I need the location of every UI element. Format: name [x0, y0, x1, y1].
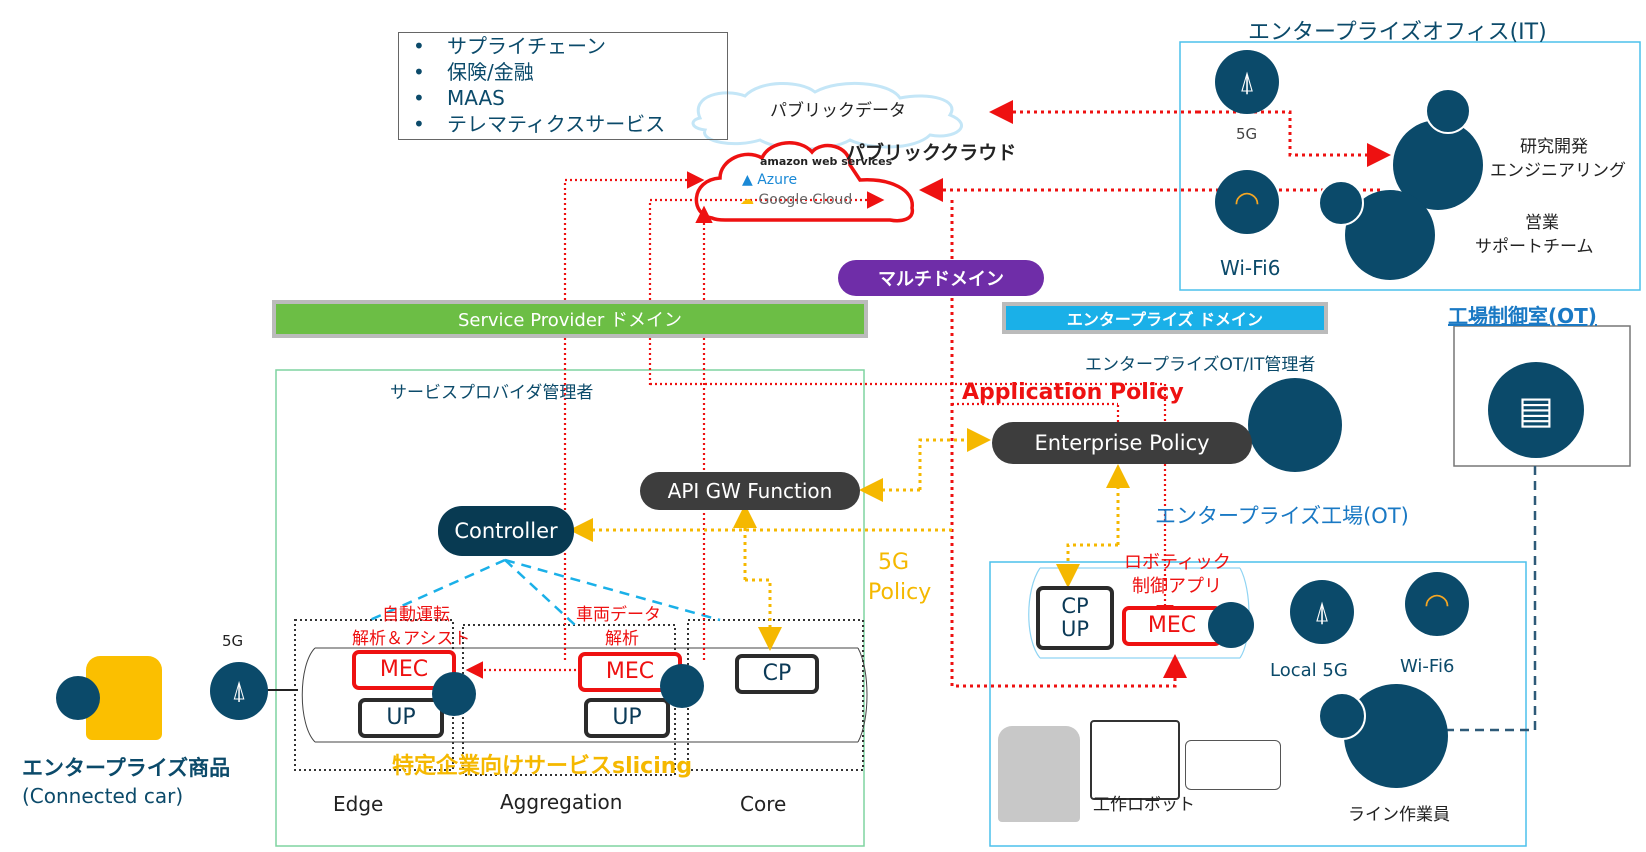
- public-cloud-label: パブリッククラウド: [846, 142, 1017, 164]
- local-5g-tower-icon: ⍋: [1290, 580, 1354, 644]
- use-case-list: サプライチェーン 保険/金融 MAAS テレマティクスサービス: [398, 32, 728, 140]
- public-cloud-shape: [694, 141, 915, 223]
- factory-mec[interactable]: MEC: [1122, 606, 1222, 646]
- line-workers-label: ライン作業員: [1348, 805, 1450, 825]
- factory-title: エンタープライズ工場(OT): [1155, 504, 1409, 528]
- factory-up-label: UP: [1060, 617, 1090, 641]
- workers-lock-icon: [1318, 692, 1366, 740]
- office-5g-tower-icon: ⍋: [1215, 50, 1279, 114]
- rnd-label-line2: エンジニアリング: [1490, 161, 1626, 181]
- 5g-policy-line1: 5G: [878, 550, 910, 575]
- factory-wifi-label: Wi-Fi6: [1400, 656, 1455, 677]
- sales-label-line1: 営業: [1525, 213, 1559, 233]
- mec-agg-label-line2: 解析: [605, 629, 639, 649]
- google-cloud-logo: ☁ Google Cloud: [740, 192, 853, 208]
- sp-domain-banner: Service Provider ドメイン: [272, 300, 868, 338]
- office-wifi-label: Wi-Fi6: [1220, 256, 1281, 280]
- sales-label-line2: サポートチーム: [1475, 237, 1594, 257]
- use-case-item: 保険/金融: [413, 59, 727, 85]
- factory-wifi-icon: ◠: [1405, 572, 1469, 636]
- factory-cp-label: CP: [1061, 593, 1089, 618]
- sp-5g-label: 5G: [222, 632, 244, 650]
- rnd-label-line1: 研究開発: [1520, 137, 1588, 157]
- up-edge[interactable]: UP: [358, 698, 444, 738]
- factory-vehicle-icon: [998, 726, 1080, 822]
- api-gw-function[interactable]: API GW Function: [640, 472, 860, 510]
- cp-core[interactable]: CP: [735, 654, 819, 694]
- segment-label-core: Core: [740, 792, 787, 816]
- enterprise-admin-label: エンタープライズOT/IT管理者: [1085, 355, 1316, 375]
- segment-label-aggregation: Aggregation: [500, 790, 623, 814]
- mec-agg-label-line1: 車両データ: [576, 605, 661, 625]
- segment-label-edge: Edge: [333, 792, 384, 816]
- 5g-policy-line2: Policy: [868, 580, 932, 605]
- mec-edge-lock-icon: [432, 672, 476, 716]
- slicing-label: 特定企業向けサービスslicing: [392, 754, 693, 779]
- control-room-monitor-icon: ▤: [1488, 362, 1584, 458]
- sales-lock-icon: [1318, 180, 1364, 226]
- product-label-line1: エンタープライズ商品: [22, 756, 231, 780]
- mec-edge-label-line2: 解析＆アシスト: [352, 629, 471, 649]
- sp-admin-label: サービスプロバイダ管理者: [390, 383, 594, 403]
- segment-edge: [294, 619, 454, 771]
- local-5g-label: Local 5G: [1270, 660, 1348, 681]
- control-room-title: 工場制御室(OT): [1448, 304, 1597, 328]
- enterprise-domain-banner: エンタープライズ ドメイン: [1002, 302, 1328, 334]
- azure-logo: ▲ Azure: [742, 172, 798, 188]
- office-5g-label: 5G: [1236, 125, 1258, 143]
- robotic-label-line2: 制御アプリ: [1132, 576, 1222, 597]
- sp-5g-tower-icon: ⍋: [210, 662, 268, 720]
- aws-logo: amazon web services: [760, 155, 893, 168]
- enterprise-policy-node[interactable]: Enterprise Policy: [992, 422, 1252, 464]
- use-case-item: テレマティクスサービス: [413, 111, 727, 137]
- engineer-lock-icon: [1425, 88, 1471, 134]
- mec-agg-lock-icon: [660, 664, 704, 708]
- controller-links: [369, 558, 721, 626]
- office-title: エンタープライズオフィス(IT): [1248, 20, 1547, 45]
- agv-icon: [1185, 740, 1281, 790]
- public-data-label: パブリックデータ: [770, 101, 906, 121]
- robotic-label-line1: ロボティック: [1124, 552, 1231, 573]
- office-wifi-icon: ◠: [1215, 170, 1279, 234]
- car-lock-icon: [56, 676, 100, 720]
- factory-mec-lock-icon: [1208, 602, 1254, 648]
- use-case-item: サプライチェーン: [413, 33, 727, 59]
- product-label-line2: (Connected car): [22, 784, 184, 808]
- factory-pipe: [1028, 567, 1250, 659]
- public-data-cloud: [691, 81, 963, 151]
- mec-edge[interactable]: MEC: [352, 650, 456, 690]
- application-policy-label: Application Policy: [962, 380, 1184, 405]
- google-cloud-icon: ☁: [740, 192, 754, 208]
- robot-arm-icon: [1090, 720, 1180, 800]
- mec-edge-label-line1: 自動運転: [382, 605, 450, 625]
- sp-frame: [275, 369, 865, 847]
- azure-icon: ▲: [742, 172, 753, 188]
- multi-domain-badge: マルチドメイン: [838, 260, 1044, 296]
- use-case-item: MAAS: [413, 85, 727, 111]
- segment-core: [687, 619, 864, 771]
- robot-label: 工作ロボット: [1093, 795, 1195, 815]
- enterprise-admin-avatar-icon: [1248, 378, 1342, 472]
- factory-frame: [989, 561, 1527, 847]
- office-frame: [1179, 41, 1641, 291]
- controller-node[interactable]: Controller: [438, 506, 574, 556]
- up-aggregation[interactable]: UP: [584, 698, 670, 738]
